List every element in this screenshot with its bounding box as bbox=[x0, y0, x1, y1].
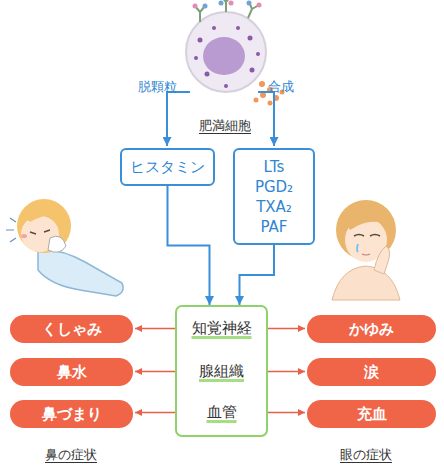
target-tissue-box: 知覚神経腺組織血管 bbox=[175, 305, 268, 437]
degranulation-arrow bbox=[167, 92, 190, 146]
symptom-pill: 鼻づまり bbox=[10, 400, 133, 428]
connector-arrow bbox=[168, 186, 210, 305]
symptom-pill: 充血 bbox=[307, 400, 436, 428]
tissue-item: 血管 bbox=[207, 403, 237, 422]
node-text: 鼻づまり bbox=[42, 405, 102, 424]
mediator-box: LTsPGD₂TXA₂PAF bbox=[233, 148, 315, 245]
group-label: 鼻の症状 bbox=[45, 446, 97, 464]
node-text: 知覚神経 bbox=[192, 319, 252, 337]
process-label: 合成 bbox=[268, 78, 294, 96]
node-text: LTs bbox=[264, 157, 285, 177]
node-text: 腺組織 bbox=[199, 362, 244, 380]
symptom-pill: かゆみ bbox=[307, 315, 436, 343]
node-text: くしゃみ bbox=[42, 320, 102, 339]
group-label: 眼の症状 bbox=[340, 446, 392, 464]
synthesis-arrow bbox=[258, 92, 274, 146]
sneezing-person-illustration bbox=[6, 199, 123, 296]
symptom-pill: くしゃみ bbox=[10, 315, 133, 343]
node-text: 充血 bbox=[357, 405, 387, 424]
node-text: TXA₂ bbox=[256, 197, 292, 217]
node-text: ヒスタミン bbox=[130, 157, 205, 177]
tissue-item: 腺組織 bbox=[199, 362, 244, 381]
node-text: 鼻水 bbox=[57, 363, 87, 382]
node-text: 血管 bbox=[207, 403, 237, 421]
connector-arrow bbox=[240, 245, 275, 305]
process-label: 脱顆粒 bbox=[138, 78, 177, 96]
node-text: PGD₂ bbox=[255, 177, 293, 197]
node-text: 涙 bbox=[364, 363, 379, 382]
tissue-item: 知覚神経 bbox=[192, 319, 252, 338]
symptom-pill: 涙 bbox=[307, 358, 436, 386]
mediator-box: ヒスタミン bbox=[120, 148, 215, 186]
symptom-pill: 鼻水 bbox=[10, 358, 133, 386]
cell-name: 肥満細胞 bbox=[199, 117, 251, 135]
node-text: PAF bbox=[261, 217, 288, 237]
node-text: かゆみ bbox=[349, 320, 394, 339]
itchy-eye-person-illustration bbox=[332, 200, 400, 300]
